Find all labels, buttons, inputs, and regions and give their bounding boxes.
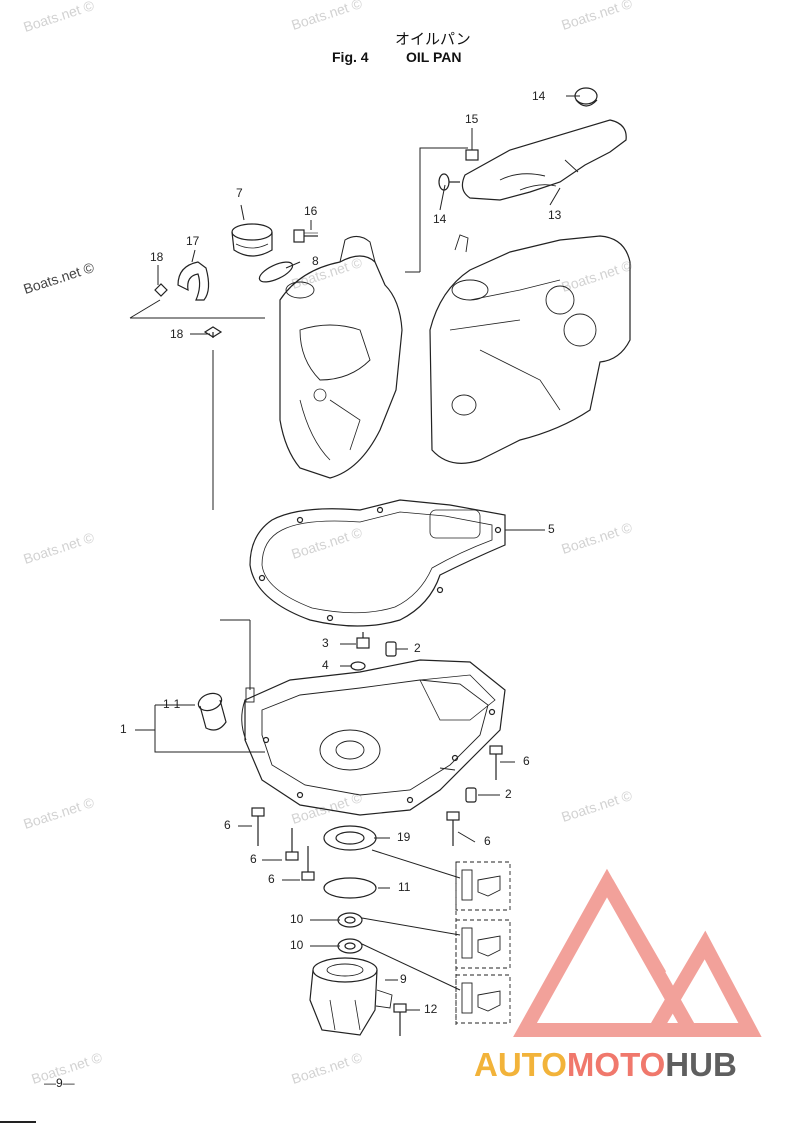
figure-title-japanese: オイルパン	[395, 31, 471, 48]
part-13-bracket	[461, 119, 627, 201]
logo-auto: AUTO	[474, 1046, 567, 1083]
part-14-grommet	[574, 87, 598, 107]
part-6-bolt	[301, 846, 315, 881]
callout-18: 18	[150, 250, 164, 264]
figure-title: OIL PAN	[406, 49, 462, 65]
part-8-o-ring	[258, 261, 294, 283]
part-17-hose	[177, 261, 210, 301]
callout-12: 12	[424, 1002, 438, 1016]
part-15-collar	[465, 149, 479, 161]
part-12-bolt	[393, 1003, 407, 1036]
part-11-o-ring	[323, 877, 377, 899]
part-3-drain-plug	[356, 632, 370, 649]
callout-19: 19	[397, 830, 411, 844]
callout-7: 7	[236, 186, 243, 200]
callout-3: 3	[322, 636, 329, 650]
leader-lines	[129, 95, 580, 1011]
automotohub-logo-text: AUTOMOTOHUB	[474, 1046, 737, 1084]
callout-6: 6	[250, 852, 257, 866]
part-19-oil-seal	[323, 825, 377, 851]
part-9-housing	[309, 957, 393, 1036]
callout-8: 8	[312, 254, 319, 268]
part-6-bolt	[285, 828, 299, 861]
callout-6: 6	[523, 754, 530, 768]
part-14-grommet-lower	[438, 173, 460, 191]
seal-section-details	[455, 861, 511, 1025]
part-16-bolt	[293, 229, 318, 243]
automotohub-logo-mark	[513, 868, 762, 1037]
part-2-dowel-pin	[385, 641, 397, 657]
callout-14: 14	[532, 89, 546, 103]
engine-block-right	[429, 234, 631, 464]
part-4-washer	[350, 661, 366, 671]
crankcase-cover-left	[279, 236, 403, 479]
part-10-bearing	[337, 912, 363, 928]
callout-6: 6	[268, 872, 275, 886]
callout-2: 2	[414, 641, 421, 655]
callout-5: 5	[548, 522, 555, 536]
callout-4: 4	[322, 658, 329, 672]
callout-1-1: 1-1	[163, 697, 181, 711]
part-1-1-sleeve	[197, 692, 227, 731]
logo-moto: MOTO	[566, 1046, 666, 1083]
figure-number: Fig. 4	[332, 49, 369, 65]
callout-10: 10	[290, 938, 304, 952]
part-18-clip	[154, 283, 168, 297]
page-number: —9—	[44, 1076, 75, 1090]
callout-18: 18	[170, 327, 184, 341]
part-5-gasket	[249, 499, 506, 627]
callout-11: 11	[398, 880, 411, 894]
part-6-bolt	[489, 745, 503, 780]
part-2-dowel-pin-lower	[465, 787, 477, 803]
part-7-filler-cap	[231, 223, 273, 257]
callout-13: 13	[548, 208, 562, 222]
callout-1: 1	[120, 722, 127, 736]
callout-6: 6	[484, 834, 491, 848]
callout-14: 14	[433, 212, 447, 226]
callout-6: 6	[224, 818, 231, 832]
part-6-bolt	[446, 811, 460, 846]
callout-10: 10	[290, 912, 304, 926]
part-1-oil-pan	[241, 659, 506, 816]
callout-9: 9	[400, 972, 407, 986]
part-10-bearing-lower	[337, 938, 363, 954]
callout-2: 2	[505, 787, 512, 801]
logo-hub: HUB	[665, 1046, 737, 1083]
part-6-bolt	[251, 807, 265, 846]
part-18-clip	[203, 326, 223, 338]
callout-17: 17	[186, 234, 200, 248]
callout-15: 15	[465, 112, 479, 126]
callout-16: 16	[304, 204, 318, 218]
